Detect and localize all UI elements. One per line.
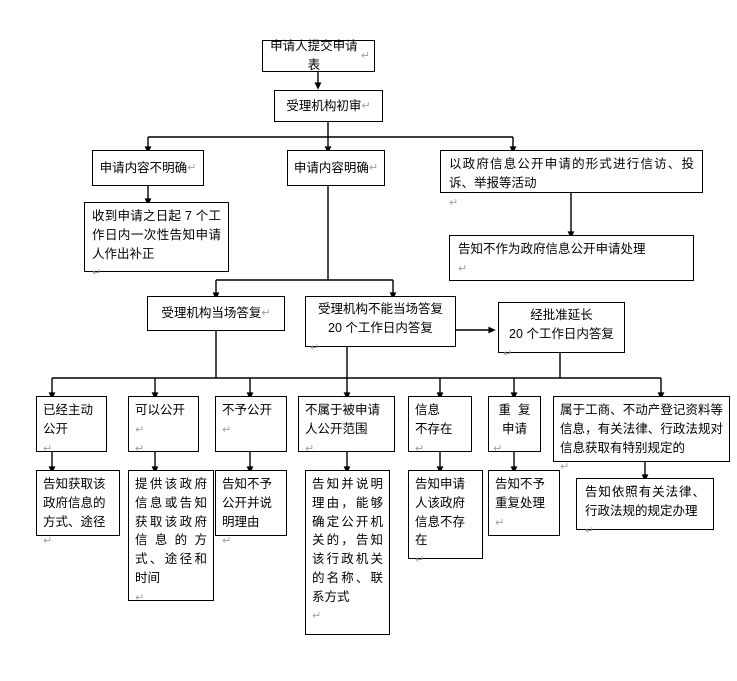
node-label: 属于工商、不动产登记资料等信息，有关法律、行政法规对信息获取有特别规定的	[560, 403, 723, 455]
node-content-unclear[interactable]: 申请内容不明确↵	[92, 150, 204, 186]
node-label: 不予公开	[222, 403, 273, 417]
node-label: 申请内容明确	[293, 160, 369, 175]
node-label: 收到申请之日起 7 个工作日内一次性告知申请人作出补正	[92, 209, 221, 261]
node-not-treated-as-disclosure-request[interactable]: 告知不作为政府信息公开申请处理 ↵	[449, 235, 694, 281]
paragraph-mark: ↵	[187, 161, 197, 174]
paragraph-mark: ↵	[43, 442, 53, 455]
node-label: 告知申请人该政府信息不存在	[415, 477, 466, 548]
node-label: 可以公开	[135, 403, 186, 417]
paragraph-mark: ↵	[360, 49, 370, 62]
node-label: 受理机构初审	[286, 98, 362, 113]
paragraph-mark: ↵	[361, 99, 371, 112]
paragraph-mark: ↵	[585, 524, 595, 537]
paragraph-mark: ↵	[135, 423, 145, 436]
paragraph-mark: ↵	[135, 591, 145, 604]
node-label: 不属于被申请人公开范围	[305, 403, 381, 436]
node-label: 告知不作为政府信息公开申请处理	[458, 242, 646, 256]
paragraph-mark: ↵	[368, 161, 379, 174]
node-on-the-spot-reply[interactable]: 受理机构当场答复↵	[147, 296, 285, 331]
node-provide-info-or-notify-method[interactable]: 提供该政府信息或告知获取该政府信息的方式、途径和时间 ↵	[128, 470, 214, 604]
paragraph-mark: ↵	[43, 535, 53, 548]
node-notify-access-method[interactable]: 告知获取该政府信息的方式、途径 ↵	[36, 470, 120, 547]
node-approved-extension[interactable]: 经批准延长 20 个工作日内答复 ↵	[498, 302, 625, 360]
paragraph-mark: ↵	[495, 516, 505, 529]
node-outside-disclosure-scope[interactable]: 不属于被申请人公开范围 ↵	[298, 396, 395, 455]
node-label: 以政府信息公开申请的形式进行信访、投诉、举报等活动	[449, 157, 694, 190]
paragraph-mark-blank: ↵	[135, 442, 145, 455]
paragraph-mark: ↵	[261, 307, 271, 320]
paragraph-mark: ↵	[312, 610, 322, 623]
node-special-statutory-records[interactable]: 属于工商、不动产登记资料等信息，有关法律、行政法规对信息获取有特别规定的 ↵	[553, 396, 730, 473]
node-label: 信息 不存在	[415, 403, 453, 436]
node-label: 告知并说明理由，能够确定公开机关的，告知该行政机关的名称、联系方式	[312, 477, 383, 604]
node-label: 已经主动公开	[43, 403, 94, 436]
node-label: 受理机构不能当场答复 20 个工作日内答复	[317, 302, 443, 335]
paragraph-mark: ↵	[458, 262, 468, 275]
node-application-submitted[interactable]: 申请人提交申请表↵	[262, 39, 375, 72]
node-label: 告知不予公开并说明理由	[222, 477, 273, 529]
paragraph-mark: ↵	[493, 442, 503, 455]
paragraph-mark: ↵	[92, 267, 102, 280]
paragraph-mark: ↵	[222, 423, 232, 436]
paragraph-mark: ↵	[310, 341, 320, 354]
node-information-not-exist[interactable]: 信息 不存在 ↵	[408, 396, 472, 455]
node-repeat-request[interactable]: 重 复 申请 ↵	[488, 396, 541, 455]
paragraph-mark: ↵	[449, 196, 459, 209]
node-notify-info-not-exist[interactable]: 告知申请人该政府信息不存在 ↵	[408, 470, 483, 566]
paragraph-mark: ↵	[415, 554, 425, 566]
node-label: 重 复 申请	[498, 403, 531, 436]
node-label: 告知获取该政府信息的方式、途径	[43, 477, 106, 529]
node-label: 申请内容不明确	[99, 160, 188, 175]
node-already-disclosed[interactable]: 已经主动公开 ↵	[36, 396, 107, 455]
node-notify-no-repeat-processing[interactable]: 告知不予重复处理 ↵	[488, 470, 560, 536]
node-can-be-disclosed[interactable]: 可以公开 ↵ ↵	[128, 396, 199, 455]
node-notify-correction[interactable]: 收到申请之日起 7 个工作日内一次性告知申请人作出补正 ↵	[84, 202, 229, 279]
node-initial-review[interactable]: 受理机构初审↵	[274, 90, 383, 122]
node-notify-reason-and-agency[interactable]: 告知并说明理由，能够确定公开机关的，告知该行政机关的名称、联系方式 ↵	[305, 470, 390, 635]
node-notify-per-statute[interactable]: 告知依照有关法律、行政法规的规定办理 ↵	[576, 478, 714, 537]
paragraph-mark: ↵	[503, 347, 513, 360]
node-label: 申请人提交申请表	[270, 39, 358, 72]
node-notify-refusal-with-reason[interactable]: 告知不予公开并说明理由 ↵	[215, 470, 287, 547]
node-label: 受理机构当场答复	[161, 306, 262, 321]
node-label: 提供该政府信息或告知获取该政府信息的方式、途径和时间	[135, 477, 207, 585]
node-label: 告知依照有关法律、行政法规的规定办理	[585, 485, 705, 518]
node-content-clear[interactable]: 申请内容明确↵	[287, 150, 385, 186]
paragraph-mark: ↵	[222, 535, 232, 548]
paragraph-mark: ↵	[560, 461, 570, 474]
node-not-disclosed[interactable]: 不予公开 ↵	[215, 396, 287, 452]
node-petition-complaint-report[interactable]: 以政府信息公开申请的形式进行信访、投诉、举报等活动 ↵	[440, 150, 703, 209]
node-label: 经批准延长 20 个工作日内答复	[509, 308, 614, 341]
paragraph-mark: ↵	[305, 442, 315, 455]
paragraph-mark: ↵	[415, 442, 425, 455]
node-reply-within-20-days[interactable]: 受理机构不能当场答复 20 个工作日内答复 ↵	[305, 296, 456, 354]
node-label: 告知不予重复处理	[495, 477, 546, 510]
